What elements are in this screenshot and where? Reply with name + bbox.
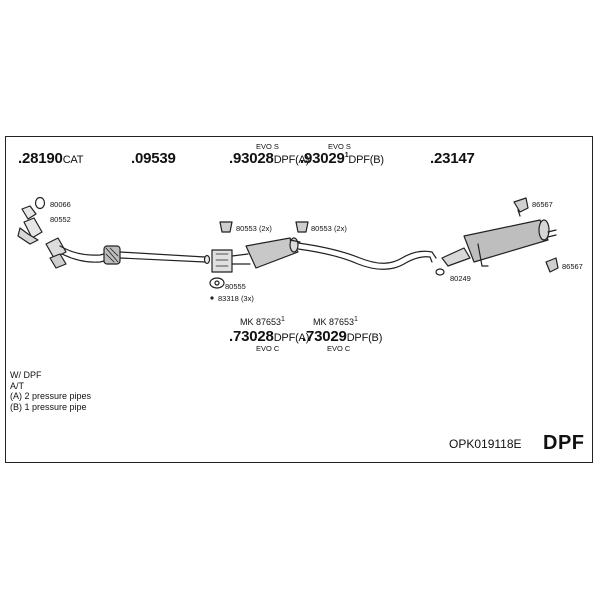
- label-80553-a: 80553 (2x): [236, 224, 272, 233]
- note-evo-s-a: EVO S: [256, 142, 279, 151]
- part-09539: .09539: [131, 150, 176, 167]
- dpf-canister-drawing: [211, 237, 301, 273]
- hanger-86567-bottom-drawing: [545, 257, 559, 273]
- notes-block: W/ DPF A/T (A) 2 pressure pipes (B) 1 pr…: [10, 370, 91, 412]
- gasket-80555-drawing: [209, 277, 225, 289]
- note-line: (B) 1 pressure pipe: [10, 401, 87, 412]
- part-93029: .930291DPF(B): [300, 150, 384, 167]
- mount-80553-drawings: [219, 221, 309, 233]
- label-86567-bottom: 86567: [562, 262, 583, 271]
- kit-code: OPK019118E: [449, 437, 522, 451]
- mk-label-a: MK 876531: [240, 316, 285, 327]
- middle-pipe-drawing: [297, 242, 437, 270]
- rear-muffler-drawing: [441, 219, 557, 267]
- label-80552: 80552: [50, 215, 71, 224]
- hanger-86567-top-drawing: [513, 197, 529, 217]
- part-73028: .73028DPF(A): [229, 328, 310, 345]
- note-line: W/ DPF: [10, 370, 42, 380]
- note-evo-s-b: EVO S: [328, 142, 351, 151]
- note-line: A/T: [10, 380, 25, 391]
- label-86567-top: 86567: [532, 200, 553, 209]
- diagram-frame: [5, 136, 593, 463]
- clamp-80552-drawing: [17, 205, 43, 245]
- part-93028: .93028DPF(A): [229, 150, 310, 167]
- mk-label-b: MK 876531: [313, 316, 358, 327]
- front-pipe-catalyst-drawing: [45, 237, 211, 269]
- label-83318: 83318 (3x): [218, 294, 254, 303]
- label-80555: 80555: [225, 282, 246, 291]
- part-28190: .28190CAT: [18, 150, 84, 167]
- part-73029: .73029DPF(B): [302, 328, 383, 345]
- label-80066: 80066: [50, 200, 71, 209]
- note-evo-c-b: EVO C: [327, 344, 351, 353]
- ring-80249-drawing: [435, 268, 445, 276]
- part-23147: .23147: [430, 150, 475, 167]
- note-evo-c-a: EVO C: [256, 344, 280, 353]
- gasket-80066-drawing: [34, 196, 46, 210]
- label-80553-b: 80553 (2x): [311, 224, 347, 233]
- note-line: (A) 2 pressure pipes: [10, 391, 92, 401]
- dpf-badge: DPF: [543, 432, 585, 454]
- label-80249: 80249: [450, 274, 471, 283]
